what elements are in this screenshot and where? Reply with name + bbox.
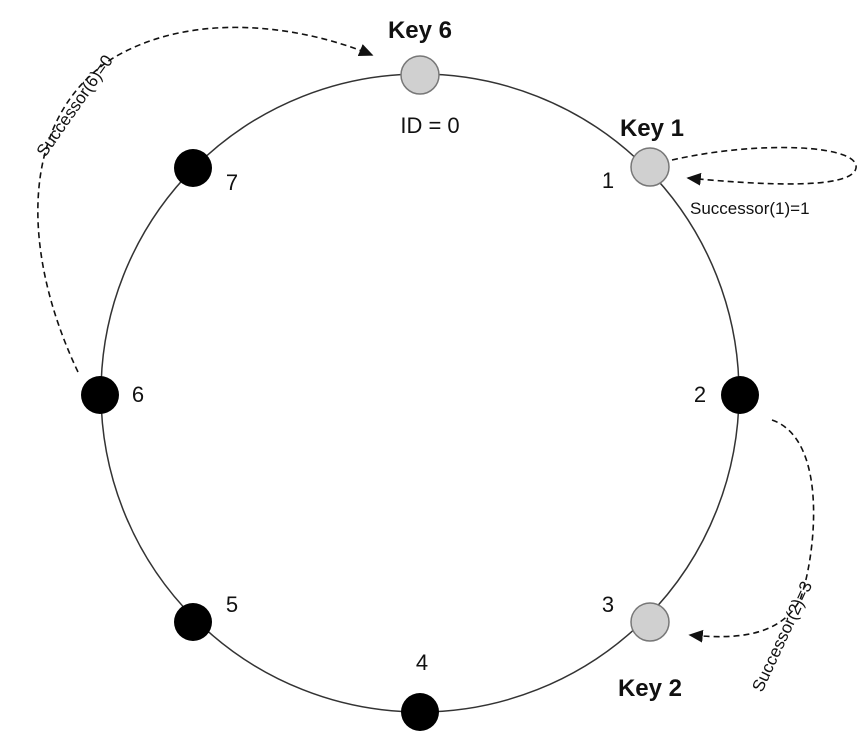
successor-6-label: Successor(6)=0 bbox=[33, 51, 117, 160]
successor-2-label: Successor(2)=3 bbox=[748, 578, 816, 694]
node-0-label: ID = 0 bbox=[400, 113, 459, 138]
successor-1-arrow bbox=[671, 146, 857, 186]
successor-1-label: Successor(1)=1 bbox=[690, 199, 810, 218]
node-4-label: 4 bbox=[416, 650, 428, 675]
key-1-label: Key 1 bbox=[620, 115, 684, 142]
node-5-label: 5 bbox=[226, 592, 238, 617]
successor-6-arrow bbox=[37, 26, 374, 373]
node-6 bbox=[81, 376, 119, 414]
node-1-label: 1 bbox=[602, 168, 614, 193]
node-5 bbox=[174, 603, 212, 641]
key-6-label: Key 6 bbox=[388, 17, 452, 44]
node-3 bbox=[630, 602, 670, 642]
node-3-label: 3 bbox=[602, 592, 614, 617]
node-7 bbox=[174, 149, 212, 187]
node-6-label: 6 bbox=[132, 382, 144, 407]
node-2-label: 2 bbox=[694, 382, 706, 407]
node-2 bbox=[721, 376, 759, 414]
node-7-label: 7 bbox=[226, 170, 238, 195]
node-4 bbox=[401, 693, 439, 731]
node-1 bbox=[630, 147, 670, 187]
node-0 bbox=[400, 55, 440, 95]
key-2-label: Key 2 bbox=[618, 675, 682, 702]
